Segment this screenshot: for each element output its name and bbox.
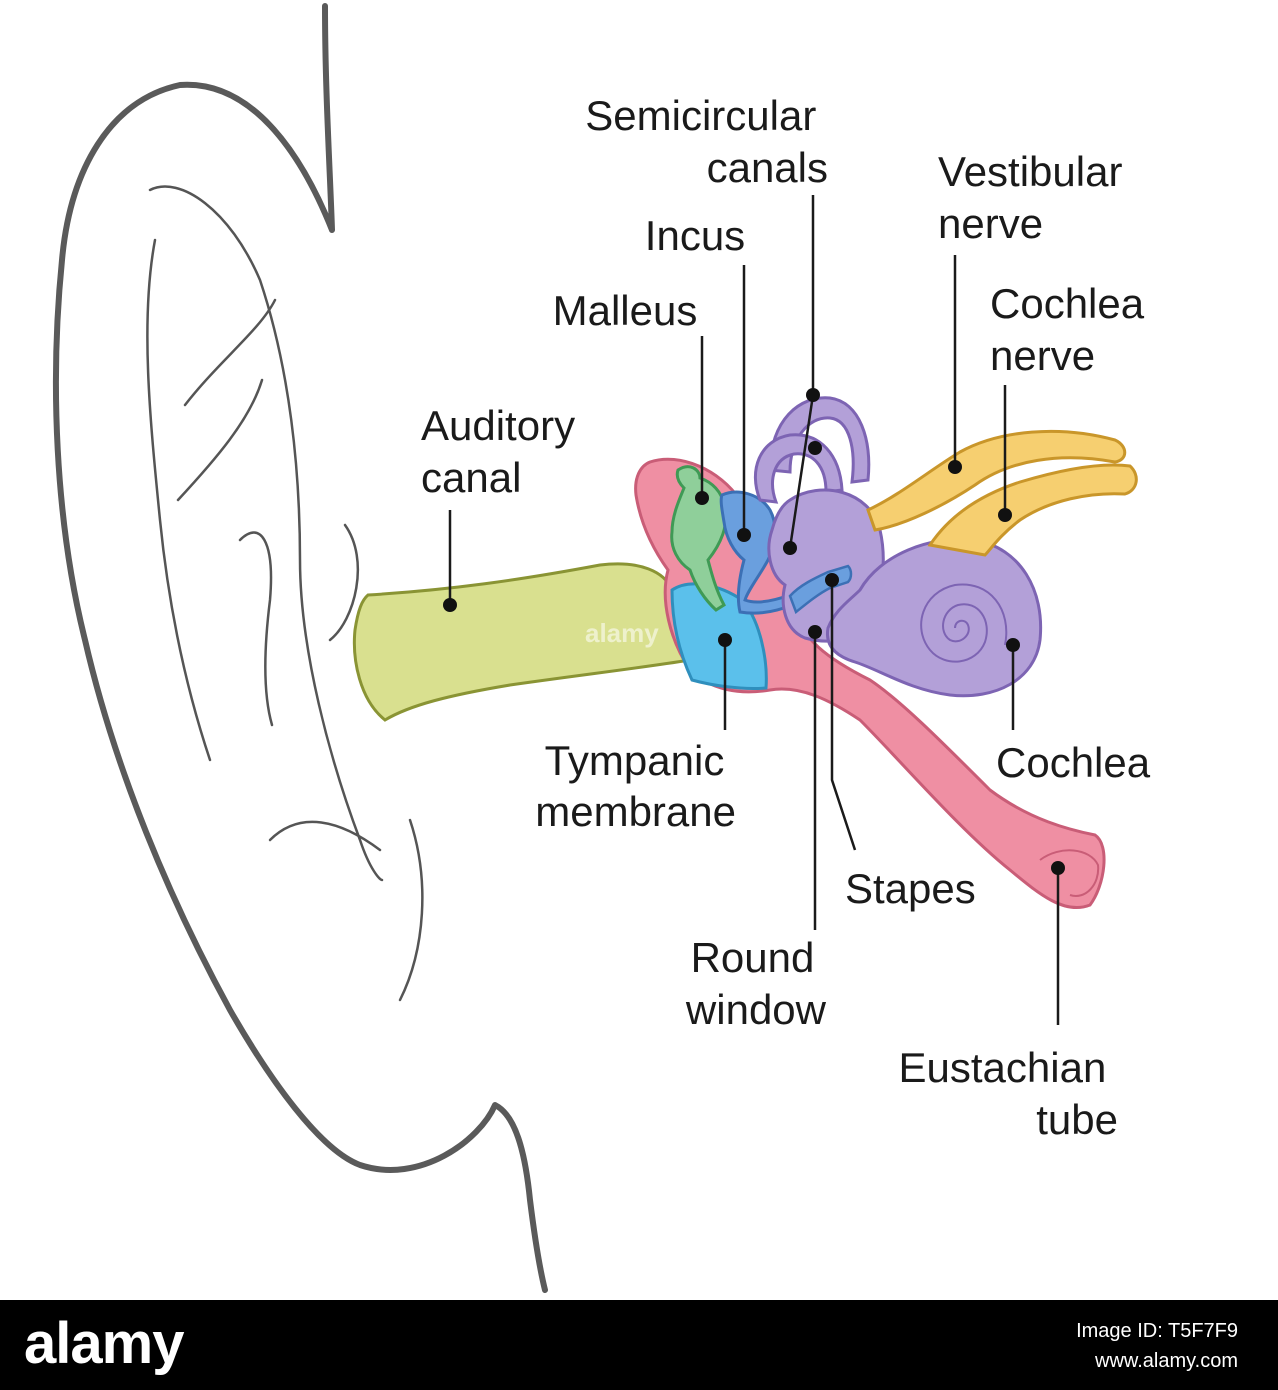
outer-ear bbox=[52, 3, 548, 1293]
label-stapes: Stapes bbox=[845, 865, 976, 912]
eustachian-tube-end bbox=[1039, 849, 1100, 897]
label-incus: Incus bbox=[645, 212, 745, 259]
cochlea-spiral bbox=[920, 583, 1008, 663]
dot-auditory-canal bbox=[443, 598, 457, 612]
dot-round-window bbox=[808, 625, 822, 639]
dot-eustachian-tube bbox=[1051, 861, 1065, 875]
auditory-canal-shape bbox=[352, 562, 692, 722]
dot-semicircular-canals-3 bbox=[783, 541, 797, 555]
antitragus-curve bbox=[268, 820, 382, 852]
leaders bbox=[443, 195, 1065, 1025]
image-id-text: Image ID: T5F7F9 bbox=[1076, 1320, 1238, 1342]
label-semicircular-canals: Semicircular canals bbox=[585, 92, 828, 191]
stock-banner: alamy Image ID: T5F7F9 www.alamy.com bbox=[0, 1300, 1278, 1390]
dot-stapes bbox=[825, 573, 839, 587]
label-malleus: Malleus bbox=[553, 287, 698, 334]
nerves bbox=[866, 429, 1138, 557]
watermark: alamy bbox=[585, 618, 659, 648]
concha-curve bbox=[238, 531, 274, 727]
dot-cochlea-nerve bbox=[998, 508, 1012, 522]
dot-malleus bbox=[695, 491, 709, 505]
leader-semicircular-canals-2 bbox=[788, 394, 815, 549]
dot-semicircular-canals-2 bbox=[808, 441, 822, 455]
antihelix-rim bbox=[146, 238, 212, 762]
antihelix-fold-1 bbox=[183, 298, 277, 407]
label-auditory-canal: Auditory canal bbox=[421, 402, 587, 501]
helix-inner bbox=[148, 185, 384, 882]
dot-cochlea bbox=[1006, 638, 1020, 652]
malleus-shape bbox=[670, 465, 728, 612]
cochlea-nerve-shape bbox=[927, 463, 1138, 557]
tragus-curve bbox=[328, 523, 360, 642]
labels: Semicircular canals Incus Malleus Vestib… bbox=[421, 92, 1156, 1143]
dot-semicircular-canals-1 bbox=[806, 388, 820, 402]
dot-vestibular-nerve bbox=[948, 460, 962, 474]
dot-tympanic-membrane bbox=[718, 633, 732, 647]
pinna-outline bbox=[52, 3, 548, 1293]
ear-anatomy-diagram: Semicircular canals Incus Malleus Vestib… bbox=[52, 3, 1156, 1293]
semicircular-canal-superior bbox=[768, 396, 871, 484]
dot-incus bbox=[737, 528, 751, 542]
lobe-inner bbox=[398, 818, 424, 1002]
leader-stapes bbox=[830, 580, 857, 851]
site-url-text: www.alamy.com bbox=[1095, 1350, 1238, 1372]
label-eustachian-tube: Eustachian tube bbox=[899, 1044, 1118, 1143]
label-vestibular-nerve: Vestibular nerve bbox=[938, 148, 1134, 247]
antihelix-fold-2 bbox=[176, 378, 264, 502]
label-round-window: Round window bbox=[685, 934, 827, 1033]
alamy-logo: alamy bbox=[24, 1311, 184, 1376]
label-cochlea-nerve: Cochlea nerve bbox=[990, 280, 1156, 379]
vestibular-nerve-shape bbox=[866, 429, 1127, 532]
label-tympanic-membrane: Tympanic membrane bbox=[535, 737, 736, 835]
label-cochlea: Cochlea bbox=[996, 739, 1151, 786]
